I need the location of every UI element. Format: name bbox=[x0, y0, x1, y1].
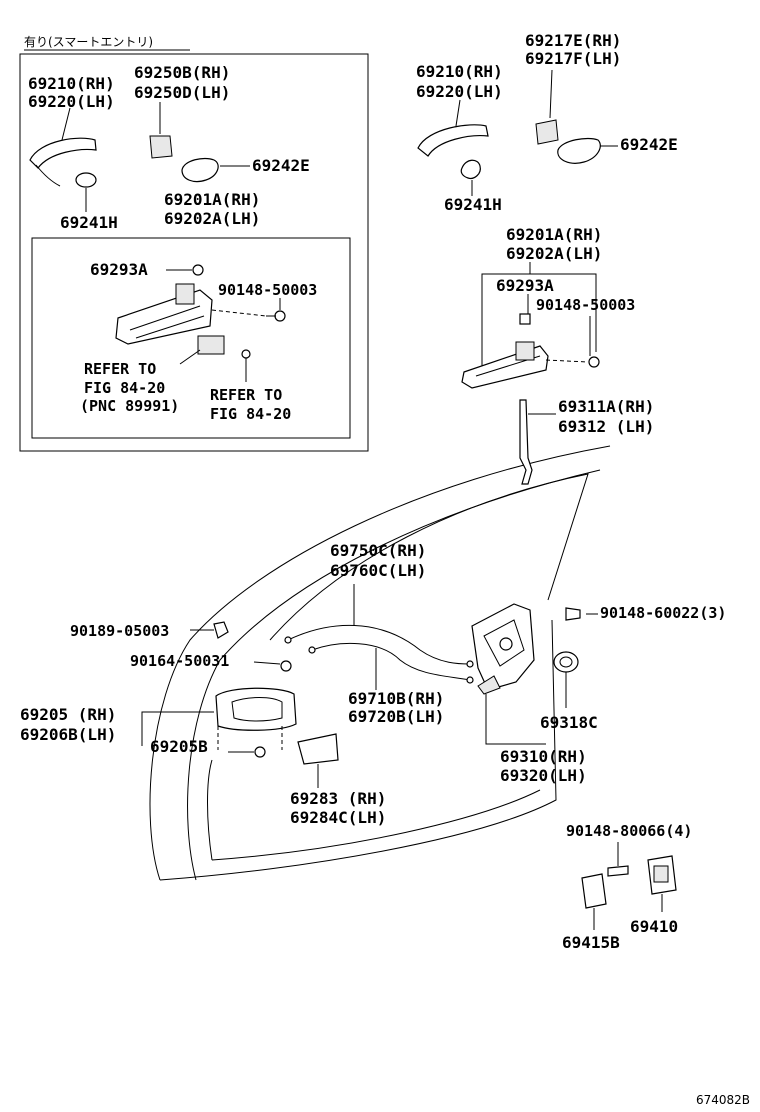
lock-rod bbox=[519, 399, 533, 485]
inside-handle bbox=[215, 687, 297, 731]
grommet-69318c bbox=[553, 651, 579, 673]
inside-handle-cover bbox=[297, 733, 339, 765]
bolt-90148-50003-a bbox=[266, 310, 286, 322]
label-69312-lh: 69312 (LH) bbox=[558, 417, 654, 436]
label-69220-lh-b: 69220(LH) bbox=[416, 82, 503, 101]
label-69210-rh-a: 69210(RH) bbox=[28, 74, 115, 93]
label-69283-rh: 69283 (RH) bbox=[290, 789, 386, 808]
control-cables bbox=[284, 624, 474, 684]
label-69293a-a: 69293A bbox=[90, 260, 148, 279]
label-69202a-lh-a: 69202A(LH) bbox=[164, 209, 260, 228]
label-69320-lh: 69320(LH) bbox=[500, 766, 587, 785]
door-striker bbox=[647, 855, 677, 895]
label-90164-50031: 90164-50031 bbox=[130, 652, 229, 670]
label-69250d-lh: 69250D(LH) bbox=[134, 83, 230, 102]
label-69410: 69410 bbox=[630, 917, 678, 936]
label-refer-to-1: REFER TO bbox=[84, 360, 156, 378]
handle-cover-a bbox=[181, 157, 219, 183]
clip-90189-05003 bbox=[213, 621, 229, 639]
label-69242e-b: 69242E bbox=[620, 135, 678, 154]
label-fig-84-20-1: FIG 84-20 bbox=[84, 379, 165, 397]
handle-frame-a bbox=[115, 283, 213, 345]
screw-90164-50031 bbox=[280, 660, 292, 672]
label-69293a-b: 69293A bbox=[496, 276, 554, 295]
label-90148-60022: 90148-60022(3) bbox=[600, 604, 726, 622]
label-69242e-a: 69242E bbox=[252, 156, 310, 175]
clip-69293a-b bbox=[519, 313, 531, 325]
figure-id: 674082B bbox=[696, 1093, 750, 1107]
screw-69205b bbox=[254, 746, 266, 758]
label-69284c-lh: 69284C(LH) bbox=[290, 808, 386, 827]
outside-handle-a bbox=[29, 137, 97, 188]
lock-inner-frame bbox=[31, 237, 351, 439]
label-69250b-rh: 69250B(RH) bbox=[134, 63, 230, 82]
label-69310-rh: 69310(RH) bbox=[500, 747, 587, 766]
label-90189-05003: 90189-05003 bbox=[70, 622, 169, 640]
label-90148-80066: 90148-80066(4) bbox=[566, 822, 692, 840]
handle-frame-b bbox=[461, 341, 549, 389]
label-69206b-lh: 69206B(LH) bbox=[20, 725, 116, 744]
label-69760c-lh: 69760C(LH) bbox=[330, 561, 426, 580]
smart-entry-frame bbox=[19, 53, 369, 452]
label-69415b: 69415B bbox=[562, 933, 620, 952]
door-lock-assembly bbox=[471, 603, 535, 695]
striker-cover bbox=[581, 873, 607, 909]
door-outline bbox=[149, 445, 611, 881]
label-69217f-lh: 69217F(LH) bbox=[525, 49, 621, 68]
label-69202a-lh-b: 69202A(LH) bbox=[506, 244, 602, 263]
label-69205-rh: 69205 (RH) bbox=[20, 705, 116, 724]
label-90148-50003-a: 90148-50003 bbox=[218, 281, 317, 299]
key-cover-b bbox=[535, 119, 559, 145]
screw-90148-80066 bbox=[607, 865, 629, 877]
smart-module-a bbox=[197, 335, 225, 355]
label-69710b-rh: 69710B(RH) bbox=[348, 689, 444, 708]
label-69750c-rh: 69750C(RH) bbox=[330, 541, 426, 560]
handle-pad-b bbox=[460, 159, 481, 179]
key-cylinder-cover-a bbox=[149, 135, 173, 159]
label-69720b-lh: 69720B(LH) bbox=[348, 707, 444, 726]
label-69241h-a: 69241H bbox=[60, 213, 118, 232]
handle-cover-b bbox=[557, 137, 601, 164]
outside-handle-b bbox=[417, 124, 489, 157]
label-90148-50003-b: 90148-50003 bbox=[536, 296, 635, 314]
label-69201a-rh-a: 69201A(RH) bbox=[164, 190, 260, 209]
label-69311a-rh: 69311A(RH) bbox=[558, 397, 654, 416]
label-refer-to-2: REFER TO bbox=[210, 386, 282, 404]
screw-90148-60022 bbox=[565, 607, 581, 621]
label-69205b: 69205B bbox=[150, 737, 208, 756]
label-69241h-b: 69241H bbox=[444, 195, 502, 214]
label-fig-84-20-2: FIG 84-20 bbox=[210, 405, 291, 423]
label-69210-rh-b: 69210(RH) bbox=[416, 62, 503, 81]
smart-entry-note: 有り(スマートエントリ) bbox=[24, 35, 153, 49]
label-pnc-89991: (PNC 89991) bbox=[80, 397, 179, 415]
label-69220-lh-a: 69220(LH) bbox=[28, 92, 115, 111]
bolt-90148-50003-b bbox=[588, 356, 600, 368]
label-69201a-rh-b: 69201A(RH) bbox=[506, 225, 602, 244]
label-69318c: 69318C bbox=[540, 713, 598, 732]
label-69217e-rh: 69217E(RH) bbox=[525, 31, 621, 50]
